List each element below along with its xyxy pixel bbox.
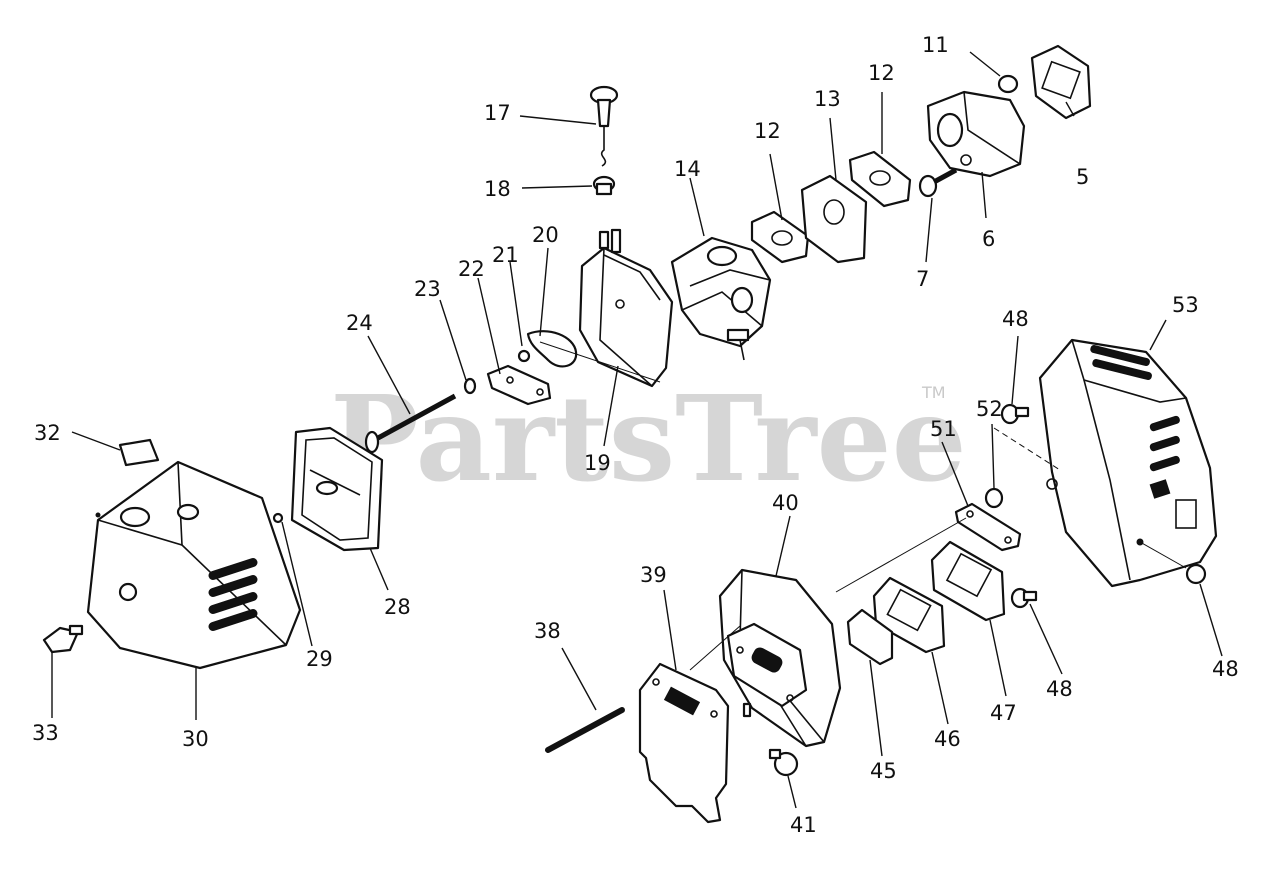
callout-40: 40 xyxy=(772,491,799,515)
callout-22: 22 xyxy=(458,257,485,281)
part-18-grommet[interactable] xyxy=(592,175,616,196)
part-23-washer[interactable] xyxy=(463,377,477,395)
callout-18: 18 xyxy=(484,177,511,201)
part-48-screw-lower[interactable] xyxy=(1010,587,1038,609)
part-52-spacer[interactable] xyxy=(984,487,1004,509)
callout-48-right: 48 xyxy=(1212,657,1239,681)
part-5-gasket[interactable] xyxy=(1030,44,1092,120)
callout-21: 21 xyxy=(492,243,519,267)
part-48-screw-upper[interactable] xyxy=(1000,403,1030,425)
part-11-nut[interactable] xyxy=(997,74,1019,94)
part-28-air-filter[interactable] xyxy=(290,426,384,552)
callout-48-lower: 48 xyxy=(1046,677,1073,701)
callout-29: 29 xyxy=(306,647,333,671)
part-14-carburetor[interactable] xyxy=(670,236,772,361)
callout-48-upper: 48 xyxy=(1002,307,1029,331)
callout-labels: 5 6 7 11 12 12 13 14 17 18 19 20 21 22 2… xyxy=(32,33,1239,837)
callout-30: 30 xyxy=(182,727,209,751)
part-19-air-cleaner-case[interactable] xyxy=(578,228,674,388)
part-41-bolt[interactable] xyxy=(768,748,799,777)
part-20-gasket[interactable] xyxy=(526,330,578,368)
callout-19: 19 xyxy=(584,451,611,475)
callout-33: 33 xyxy=(32,721,59,745)
part-40-muffler[interactable] xyxy=(718,568,842,748)
part-51-plate[interactable] xyxy=(954,502,1022,552)
callout-52: 52 xyxy=(976,397,1003,421)
part-17-choke-knob[interactable] xyxy=(589,85,619,167)
part-29-nut[interactable] xyxy=(272,512,284,524)
callout-11: 11 xyxy=(922,33,949,57)
part-22-bracket[interactable] xyxy=(486,364,552,406)
callout-13: 13 xyxy=(814,87,841,111)
part-48-screw-right[interactable] xyxy=(1185,563,1207,585)
callout-41: 41 xyxy=(790,813,817,837)
watermark-text: PartsTree xyxy=(330,369,967,508)
part-47-gasket[interactable] xyxy=(930,540,1006,622)
part-21-nut[interactable] xyxy=(517,349,531,363)
callout-53: 53 xyxy=(1172,293,1199,317)
part-6-intake-adaptor[interactable] xyxy=(926,90,1026,178)
callout-6: 6 xyxy=(982,227,995,251)
callout-5: 5 xyxy=(1076,165,1089,189)
part-13-insulator[interactable] xyxy=(800,174,868,264)
part-33-knob[interactable] xyxy=(42,624,84,654)
leader-lines xyxy=(51,51,1223,809)
part-38-pin[interactable] xyxy=(545,707,625,753)
part-24-bolt[interactable] xyxy=(364,393,457,454)
callout-20: 20 xyxy=(532,223,559,247)
callout-24: 24 xyxy=(346,311,373,335)
part-45-screen[interactable] xyxy=(846,608,894,666)
callout-14: 14 xyxy=(674,157,701,181)
callout-38: 38 xyxy=(534,619,561,643)
callout-12-upper: 12 xyxy=(868,61,895,85)
callout-39: 39 xyxy=(640,563,667,587)
callout-45: 45 xyxy=(870,759,897,783)
part-30-air-cleaner-cover[interactable] xyxy=(86,460,302,670)
part-7-bolt[interactable] xyxy=(918,167,958,198)
callout-23: 23 xyxy=(414,277,441,301)
callout-47: 47 xyxy=(990,701,1017,725)
part-32-decal[interactable] xyxy=(118,438,160,467)
watermark-trademark: TM xyxy=(921,383,946,402)
callout-7: 7 xyxy=(916,267,929,291)
callout-12-lower: 12 xyxy=(754,119,781,143)
part-12-gasket-upper[interactable] xyxy=(848,150,912,208)
callout-32: 32 xyxy=(34,421,61,445)
callout-28: 28 xyxy=(384,595,411,619)
callout-46: 46 xyxy=(934,727,961,751)
part-53-engine-shroud[interactable] xyxy=(1038,338,1218,588)
callout-17: 17 xyxy=(484,101,511,125)
part-12-gasket-lower[interactable] xyxy=(750,210,810,264)
part-39-muffler-plate[interactable] xyxy=(638,662,730,824)
callout-51: 51 xyxy=(930,417,957,441)
